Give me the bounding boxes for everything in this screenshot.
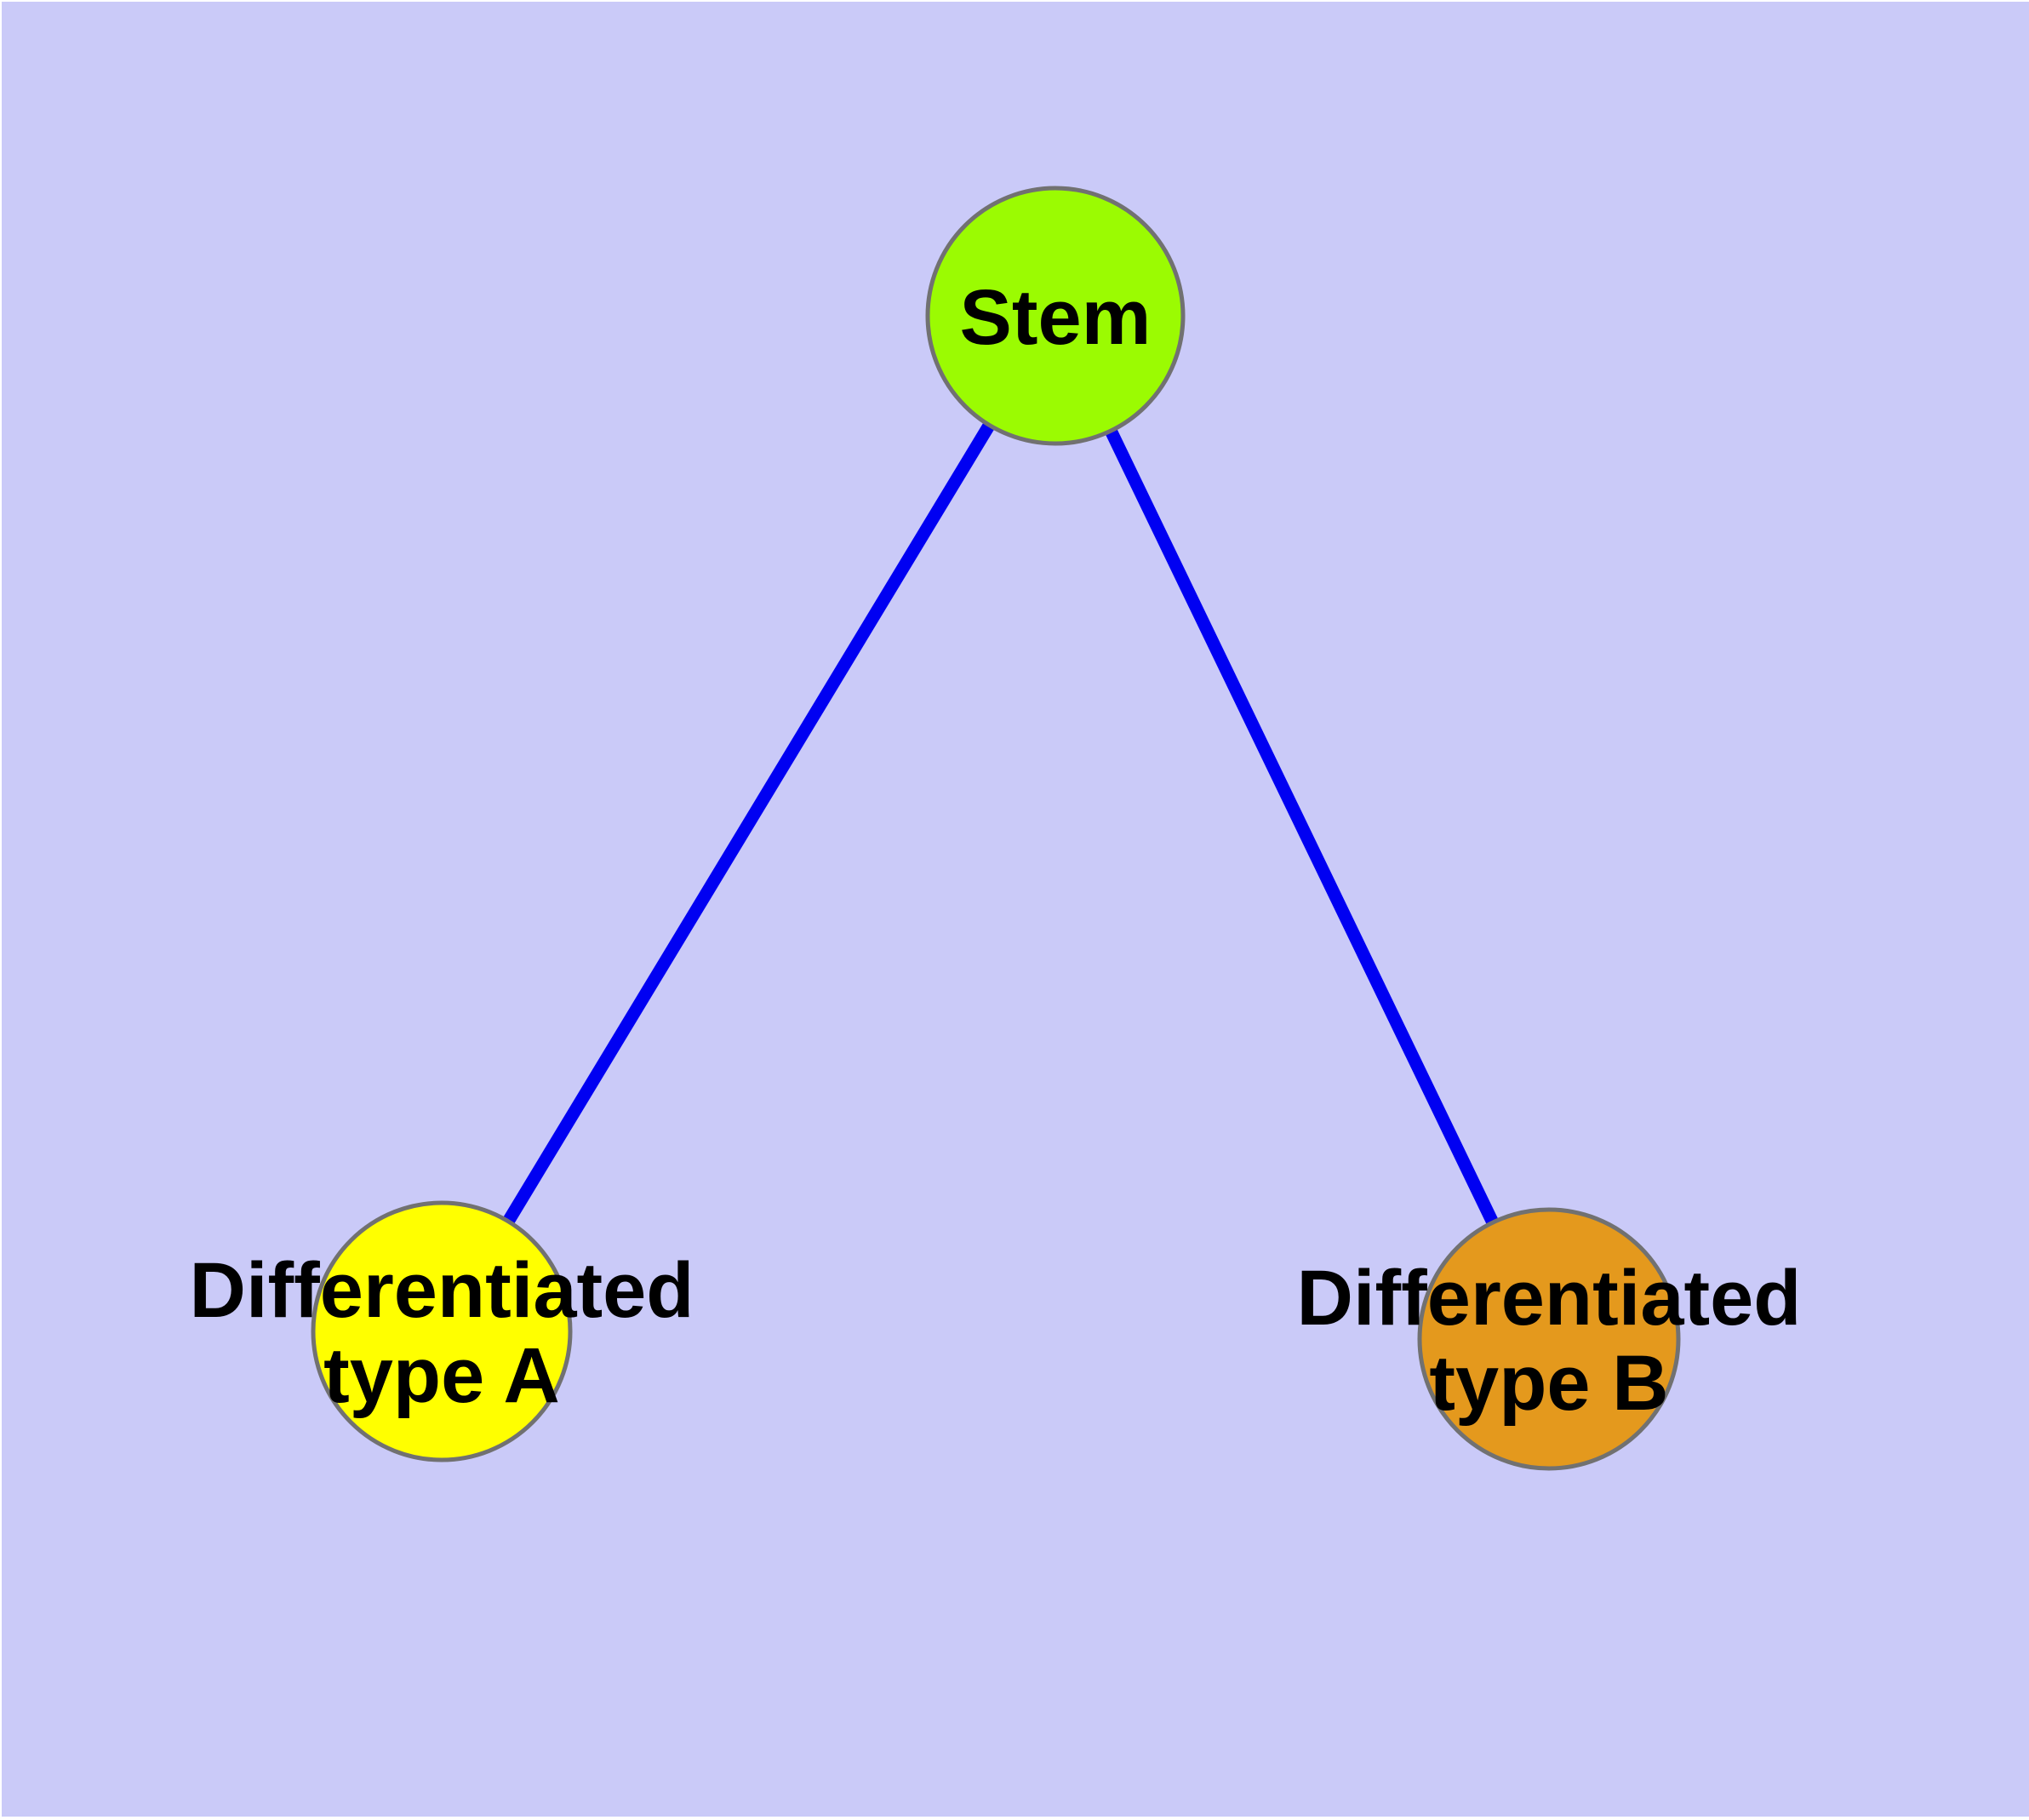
node-stem-label-line1: Stem: [960, 274, 1152, 361]
node-stem: Stem: [925, 186, 1186, 446]
node-differentiated-type-a-circle: [311, 1200, 573, 1462]
node-differentiated-type-a-label-line1: Differentiated: [190, 1247, 694, 1334]
node-differentiated-type-b-circle: [1417, 1207, 1681, 1471]
edge-stem-to-differentiated-type-a: [436, 312, 1061, 1335]
node-stem-label: Stem: [960, 274, 1152, 361]
edge-layer: [436, 312, 1555, 1342]
node-differentiated-type-a-label-line2: type A: [323, 1332, 560, 1419]
node-stem-circle: [925, 186, 1186, 446]
edge-stem-to-differentiated-type-b: [1049, 312, 1555, 1342]
node-differentiated-type-b-label-line1: Differentiated: [1297, 1255, 1802, 1342]
node-differentiated-type-b-label-line2: type B: [1429, 1340, 1668, 1427]
